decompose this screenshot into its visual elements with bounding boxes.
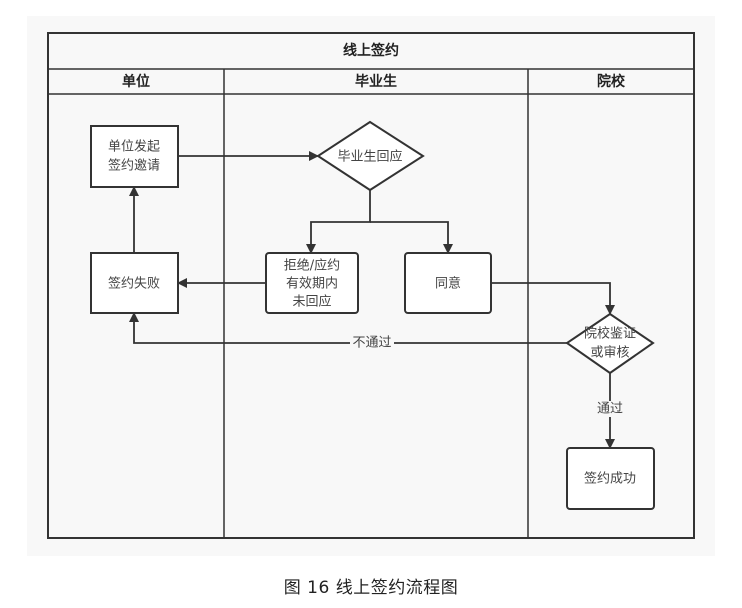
node-fail: 签约失败 [90, 252, 179, 314]
edge-respond-to-agree [370, 221, 453, 254]
node-success-line-1: 签约成功 [584, 471, 636, 487]
node-success: 签约成功 [566, 447, 655, 510]
node-invite-line-1: 单位发起 [108, 139, 160, 155]
node-agree-line-1: 同意 [435, 276, 461, 292]
node-verify: 院校鉴证 或审核 [565, 312, 655, 375]
lane-header-unit: 单位 [122, 73, 150, 90]
edge-label-reject: 不通过 [352, 336, 391, 351]
node-fail-line-1: 签约失败 [108, 276, 160, 292]
node-reject-line-3: 未回应 [292, 294, 331, 310]
edge-label-bg [594, 401, 626, 417]
lane-header-school: 院校 [597, 73, 626, 90]
node-verify-line-1: 院校鉴证 [584, 326, 636, 342]
edge-respond-to-reject [306, 190, 371, 254]
node-invite: 单位发起 签约邀请 [90, 125, 179, 188]
node-reject-line-2: 有效期内 [286, 276, 338, 292]
node-reject-line-1: 拒绝/应约 [284, 258, 340, 274]
pool-title: 线上签约 [343, 42, 399, 59]
node-respond-line-1: 毕业生回应 [337, 149, 402, 165]
edge-verify-to-fail [129, 312, 567, 344]
figure-caption: 图 16 线上签约流程图 [283, 578, 459, 598]
edge-label-bg [350, 335, 394, 351]
node-verify-line-2: 或审核 [590, 346, 629, 361]
pool-frame [47, 32, 695, 539]
edge-agree-to-verify [491, 282, 615, 315]
edge-label-pass: 通过 [597, 402, 623, 417]
lane-header-graduate: 毕业生 [355, 73, 397, 90]
node-agree: 同意 [404, 252, 492, 314]
node-invite-line-2: 签约邀请 [108, 158, 160, 174]
node-reject: 拒绝/应约 有效期内 未回应 [265, 252, 359, 314]
node-respond: 毕业生回应 [316, 120, 425, 192]
